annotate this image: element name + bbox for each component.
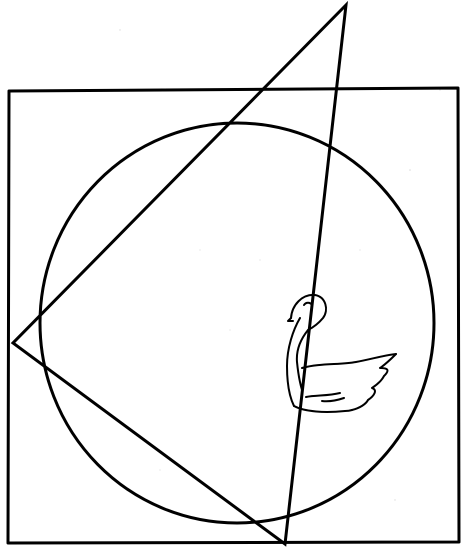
circle-outline	[40, 123, 434, 523]
swan-wing-line-2	[322, 398, 344, 401]
square-outline	[8, 88, 459, 543]
triangle-outline	[13, 5, 346, 544]
paper-speckle	[119, 29, 440, 500]
swan-beak	[288, 318, 293, 321]
swan-belly	[294, 406, 352, 412]
swan-wing-line	[306, 393, 340, 397]
swan-eye	[304, 303, 312, 305]
swan-neck-outer	[287, 318, 300, 406]
